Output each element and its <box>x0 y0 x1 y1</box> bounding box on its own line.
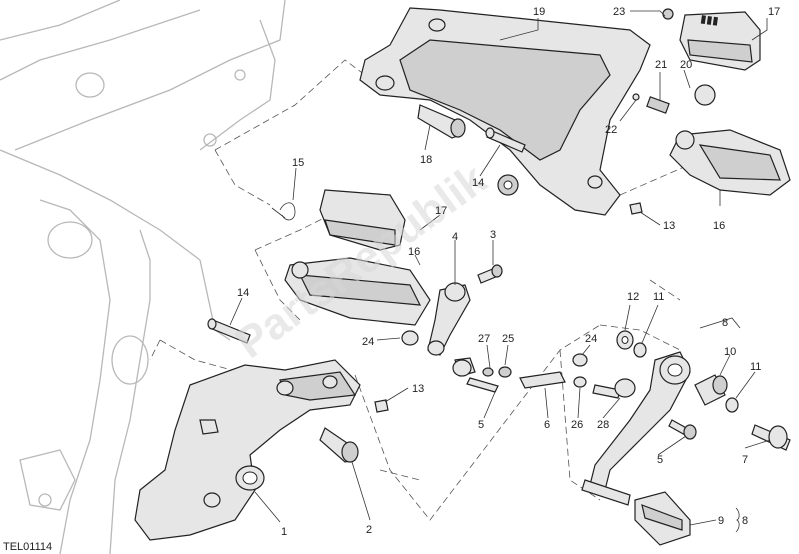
callout-8-top: 8 <box>722 317 728 329</box>
spring-and-pin <box>632 8 674 114</box>
callout-14-left: 14 <box>237 287 249 299</box>
bolt-2 <box>319 427 359 463</box>
gear-pedal-rubber-9 <box>634 491 691 546</box>
callout-9: 9 <box>718 515 724 527</box>
gear-lever-8 <box>581 351 691 506</box>
frame-outline <box>0 0 286 554</box>
bolt-7 <box>751 424 791 451</box>
callout-13-top: 13 <box>663 220 675 232</box>
callout-4: 4 <box>452 231 458 243</box>
washer-24-left <box>401 330 419 346</box>
callout-3: 3 <box>490 229 496 241</box>
clip-13-top <box>629 202 643 215</box>
washers <box>616 330 739 413</box>
callout-1: 1 <box>281 526 287 538</box>
callout-19: 19 <box>533 6 545 18</box>
spring-15 <box>271 202 296 221</box>
drawing-code: TEL01114 <box>3 541 52 553</box>
pin-14-top <box>485 127 526 153</box>
footpeg-rubber-middle <box>319 189 406 251</box>
callout-24-right: 24 <box>585 333 597 345</box>
callout-16-top: 16 <box>713 220 725 232</box>
footpeg-bracket <box>359 7 651 216</box>
footpeg-holder-bracket <box>134 359 361 541</box>
callout-11-left: 11 <box>653 291 664 303</box>
footpeg-middle <box>284 257 431 326</box>
callout-18: 18 <box>420 154 432 166</box>
linkage-right <box>572 353 636 399</box>
footpeg-rubber-top: ▮▮▮ <box>679 11 761 71</box>
clip-13-bottom <box>374 399 389 413</box>
callout-labels: 19 23 17 20 21 22 16 13 18 14 15 17 16 4… <box>3 6 780 553</box>
bolt-5-right <box>668 419 697 440</box>
callout-5-left: 5 <box>478 419 484 431</box>
logo-ducati: ▮▮▮ <box>700 13 720 27</box>
leader-lines <box>229 10 771 533</box>
callout-5-right: 5 <box>657 454 663 466</box>
callout-13-bottom: 13 <box>412 383 424 395</box>
callout-27: 27 <box>478 333 490 345</box>
callout-26: 26 <box>571 419 583 431</box>
callout-17-top: 17 <box>768 6 780 18</box>
callout-14-top: 14 <box>472 177 484 189</box>
callout-16-mid: 16 <box>408 246 420 258</box>
bolt-3 <box>477 264 503 284</box>
linkage-rod-6 <box>452 357 566 393</box>
gear-icon <box>497 174 519 196</box>
bolt-18 <box>417 104 466 139</box>
footpeg-top-right <box>669 84 791 196</box>
callout-21: 21 <box>655 59 667 71</box>
callout-12: 12 <box>627 291 639 303</box>
callout-15: 15 <box>292 157 304 169</box>
callout-20: 20 <box>680 59 692 71</box>
callout-28: 28 <box>597 419 609 431</box>
callout-23: 23 <box>613 6 625 18</box>
callout-24-left: 24 <box>362 336 374 348</box>
callout-25: 25 <box>502 333 514 345</box>
callout-10: 10 <box>724 346 736 358</box>
callout-17-mid: 17 <box>435 205 447 217</box>
callout-2: 2 <box>366 524 372 536</box>
callout-22: 22 <box>605 124 617 136</box>
bushing-10 <box>694 374 728 406</box>
callout-11-right: 11 <box>750 361 761 373</box>
callout-6: 6 <box>544 419 550 431</box>
callout-8-bottom: 8 <box>742 515 748 527</box>
callout-7: 7 <box>742 454 748 466</box>
gear-link-4 <box>427 282 471 356</box>
pin-14-left <box>207 318 251 344</box>
